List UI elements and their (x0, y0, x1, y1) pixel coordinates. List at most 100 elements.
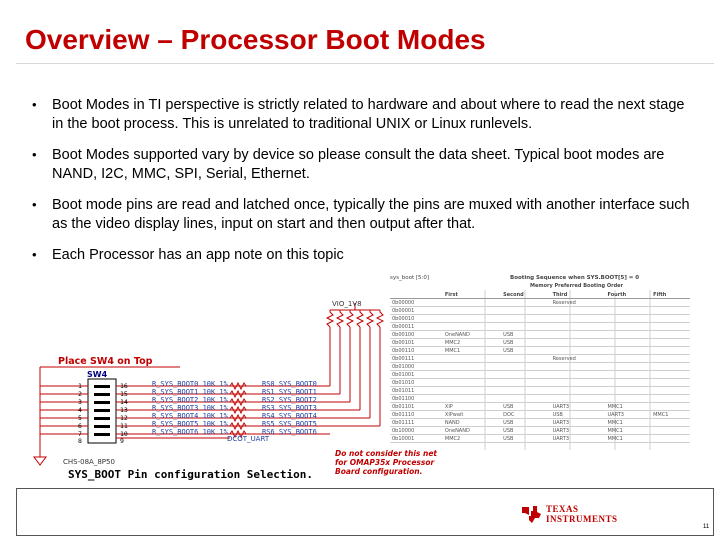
series-resistors (229, 381, 247, 439)
svg-text:4: 4 (78, 406, 82, 414)
switch-ref-label: SW4 (87, 370, 108, 379)
table-cell: USB (501, 346, 551, 355)
table-cell: 0b00011 (390, 322, 443, 331)
ground-symbol (33, 456, 47, 466)
table-row: 0b00011 (390, 322, 690, 331)
table-cell: DOC (501, 410, 551, 419)
table-cell (501, 322, 551, 331)
table-cell (651, 426, 690, 435)
resistor-label: R_SYS_BOOT6 10K 1% (152, 428, 228, 436)
table-cell: MMC1 (605, 434, 652, 443)
table-cell (605, 386, 652, 395)
vdd-net-label: VIO_1V8 (332, 300, 362, 308)
table-cell (550, 306, 606, 315)
net-label: RS2 SYS_BOOT2 (262, 396, 317, 404)
svg-text:12: 12 (120, 414, 128, 422)
table-cell: NAND (442, 418, 502, 427)
table-cell: USB (501, 338, 551, 347)
table-cell (651, 386, 690, 395)
resistor-label: R_SYS_BOOT2 10K 1% (152, 396, 228, 404)
svg-text:15: 15 (120, 390, 128, 398)
table-cell (501, 362, 551, 371)
figure-caption: SYS_BOOT Pin configuration Selection. (68, 468, 314, 481)
svg-text:3: 3 (78, 398, 82, 406)
table-cell: 0b10000 (390, 426, 443, 435)
table-cell (651, 362, 690, 371)
dcot-net-label: DCOT_UART (227, 435, 270, 443)
table-cell (651, 354, 690, 363)
table-cell: 0b01111 (390, 418, 443, 427)
table-cell: 0b00111 (390, 354, 443, 363)
bullet-list: Boot Modes in TI perspective is strictly… (30, 96, 690, 278)
table-cell (501, 354, 551, 363)
table-row: 0b01100 (390, 394, 690, 403)
bullet-item: Boot mode pins are read and latched once… (30, 196, 690, 233)
svg-text:5: 5 (78, 414, 82, 422)
table-cell: USB (501, 330, 551, 339)
table-cell: 0b00110 (390, 346, 443, 355)
ti-logo: TEXAS INSTRUMENTS (520, 504, 618, 524)
table-cell: 0b00100 (390, 330, 443, 339)
table-cell (442, 322, 502, 331)
table-cell (501, 394, 551, 403)
table-cell (550, 330, 606, 339)
table-row: 0b01011 (390, 386, 690, 395)
table-cell: 0b01011 (390, 386, 443, 395)
resistor-label: R_SYS_BOOT5 10K 1% (152, 420, 228, 428)
table-cell (501, 306, 551, 315)
table-cell (442, 394, 502, 403)
table-cell (605, 306, 652, 315)
texas-state-icon (522, 506, 541, 523)
svg-text:8: 8 (78, 437, 82, 445)
resistor-label: R_SYS_BOOT1 10K 1% (152, 388, 228, 396)
table-cell: Third (550, 291, 606, 299)
table-cell (501, 378, 551, 387)
table-cell (651, 338, 690, 347)
table-row: 0b01000 (390, 362, 690, 371)
table-cell (605, 298, 652, 307)
table-cell (605, 370, 652, 379)
table-cell: USB (501, 426, 551, 435)
table-cell: 0b01000 (390, 362, 443, 371)
table-cell (605, 338, 652, 347)
table-cell (442, 298, 502, 307)
svg-text:1: 1 (78, 382, 82, 390)
table-cell (651, 434, 690, 443)
table-cell (651, 378, 690, 387)
table-cell (442, 370, 502, 379)
table-row: 0b01001 (390, 370, 690, 379)
table-cell (501, 386, 551, 395)
page-number: 11 (703, 524, 710, 530)
table-cell: XIP (442, 402, 502, 411)
table-cell: UART3 (605, 410, 652, 419)
table-cell: XIPwait (442, 410, 502, 419)
table-cell (605, 346, 652, 355)
table-cell (501, 314, 551, 323)
table-cell (501, 370, 551, 379)
table-cell: 0b00001 (390, 306, 443, 315)
table-cell: 0b10001 (390, 434, 443, 443)
table-cell: UART3 (550, 418, 606, 427)
ti-wordmark: TEXAS INSTRUMENTS (546, 504, 618, 524)
table-cell: Second (501, 291, 551, 299)
pullup-resistors (325, 310, 385, 328)
table-cell: Fourth (605, 291, 652, 299)
title-divider (16, 63, 714, 64)
net-label: RS3 SYS_BOOT3 (262, 404, 317, 412)
table-cell (390, 291, 443, 299)
schematic-wires (39, 303, 381, 457)
table-cell (442, 306, 502, 315)
table-cell: UART3 (550, 434, 606, 443)
table-cell (651, 306, 690, 315)
table-cell (550, 346, 606, 355)
table-cell (550, 322, 606, 331)
part-number-label: CHS-08A_8P50 (63, 458, 115, 466)
table-cell: 0b01100 (390, 394, 443, 403)
table-cell: First (442, 291, 502, 299)
table-cell (442, 386, 502, 395)
